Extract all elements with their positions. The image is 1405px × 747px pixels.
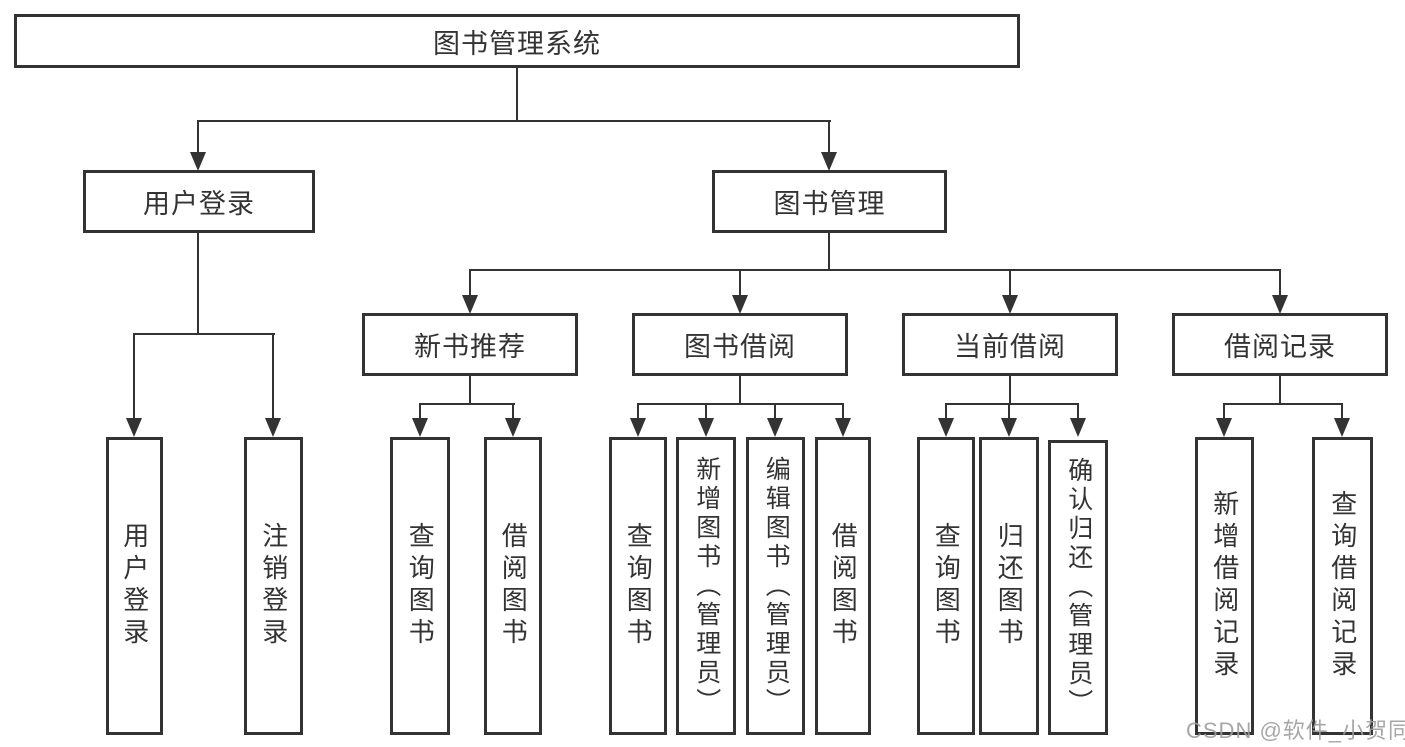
leaf-query-borrow-record: 查询借阅记录 — [1312, 437, 1373, 735]
arrowhead-down-icon — [1216, 418, 1232, 437]
leaf-query-book-recommend: 查询图书 — [390, 437, 450, 735]
arrowhead-down-icon — [767, 418, 783, 437]
connector-line — [419, 403, 421, 420]
connector-line — [419, 403, 515, 405]
connector-line — [516, 68, 518, 122]
connector-line — [1009, 376, 1011, 405]
arrowhead-down-icon — [938, 418, 954, 437]
connector-line — [197, 233, 199, 335]
node-label: 用户登录 — [119, 522, 150, 650]
connector-line — [1223, 403, 1225, 420]
leaf-confirm-return-admin: 确认归还（管理员） — [1048, 440, 1108, 735]
leaf-add-book-admin: 新增图书（管理员） — [676, 437, 736, 735]
leaf-query-book-borrow: 查询图书 — [609, 437, 667, 735]
node-label: 图书管理系统 — [433, 28, 601, 59]
arrowhead-down-icon — [265, 418, 281, 437]
arrowhead-down-icon — [190, 152, 206, 171]
connector-line — [842, 403, 844, 420]
connector-line — [1279, 376, 1281, 405]
node-label: 图书借阅 — [684, 332, 796, 362]
node-label: 图书管理 — [773, 189, 886, 219]
connector-line — [1077, 403, 1079, 420]
node-label: 查询图书 — [931, 522, 962, 650]
arrowhead-down-icon — [698, 418, 714, 437]
leaf-edit-book-admin: 编辑图书（管理员） — [746, 437, 805, 735]
connector-line — [828, 120, 830, 154]
node-book-borrow: 图书借阅 — [632, 313, 848, 376]
connector-line — [272, 333, 274, 419]
node-label: 新增图书（管理员） — [692, 455, 721, 717]
node-user-login: 用户登录 — [83, 170, 315, 233]
node-label: 借阅图书 — [498, 522, 529, 650]
node-label: 查询图书 — [405, 522, 436, 650]
leaf-borrow-book-recommend: 借阅图书 — [484, 437, 542, 735]
connector-line — [133, 333, 135, 419]
node-label: 注销登录 — [258, 522, 289, 650]
connector-line — [1223, 403, 1343, 405]
connector-line — [1341, 403, 1343, 420]
leaf-query-book-current: 查询图书 — [917, 437, 975, 735]
connector-line — [133, 333, 275, 335]
connector-line — [197, 120, 831, 122]
arrowhead-down-icon — [1002, 295, 1018, 314]
arrowhead-down-icon — [821, 152, 837, 171]
node-new-book-recommend: 新书推荐 — [362, 313, 578, 376]
arrowhead-down-icon — [732, 295, 748, 314]
leaf-logout: 注销登录 — [244, 437, 303, 735]
connector-line — [828, 233, 830, 271]
connector-line — [469, 269, 471, 297]
arrowhead-down-icon — [630, 418, 646, 437]
node-label: 用户登录 — [143, 189, 255, 219]
connector-line — [1008, 403, 1010, 420]
node-borrow-records: 借阅记录 — [1172, 313, 1388, 376]
arrowhead-down-icon — [1070, 418, 1086, 437]
connector-line — [739, 376, 741, 405]
connector-line — [637, 403, 639, 420]
node-label: 借阅图书 — [828, 522, 859, 650]
leaf-add-borrow-record: 新增借阅记录 — [1195, 437, 1254, 735]
node-label: 借阅记录 — [1224, 332, 1336, 362]
arrowhead-down-icon — [462, 295, 478, 314]
arrowhead-down-icon — [1334, 418, 1350, 437]
watermark: CSDN @软件_小贺同学 — [1186, 718, 1405, 743]
connector-line — [637, 403, 844, 405]
arrowhead-down-icon — [835, 418, 851, 437]
connector-line — [705, 403, 707, 420]
connector-line — [739, 269, 741, 297]
connector-line — [1279, 269, 1281, 297]
node-label: 新增借阅记录 — [1209, 490, 1240, 682]
leaf-borrow-book: 借阅图书 — [815, 437, 871, 735]
node-label: 归还图书 — [994, 522, 1025, 650]
connector-line — [469, 376, 471, 405]
connector-line — [1009, 269, 1011, 297]
connector-line — [512, 403, 514, 420]
node-current-borrow: 当前借阅 — [902, 313, 1118, 376]
arrowhead-down-icon — [1001, 418, 1017, 437]
connector-line — [197, 120, 199, 154]
node-label: 查询借阅记录 — [1327, 490, 1358, 682]
node-label: 确认归还（管理员） — [1064, 457, 1093, 718]
connector-line — [945, 403, 947, 420]
connector-line — [774, 403, 776, 420]
node-book-management: 图书管理 — [712, 170, 947, 233]
arrowhead-down-icon — [126, 418, 142, 437]
arrowhead-down-icon — [1272, 295, 1288, 314]
node-label: 新书推荐 — [414, 332, 526, 362]
connector-line — [469, 269, 1281, 271]
arrowhead-down-icon — [505, 418, 521, 437]
node-library-system: 图书管理系统 — [14, 14, 1020, 68]
connector-line — [945, 403, 1079, 405]
node-label: 编辑图书（管理员） — [762, 455, 791, 717]
node-label: 当前借阅 — [954, 332, 1066, 362]
leaf-user-login: 用户登录 — [106, 437, 163, 735]
leaf-return-book: 归还图书 — [979, 437, 1039, 735]
node-label: 查询图书 — [623, 522, 654, 650]
arrowhead-down-icon — [412, 418, 428, 437]
